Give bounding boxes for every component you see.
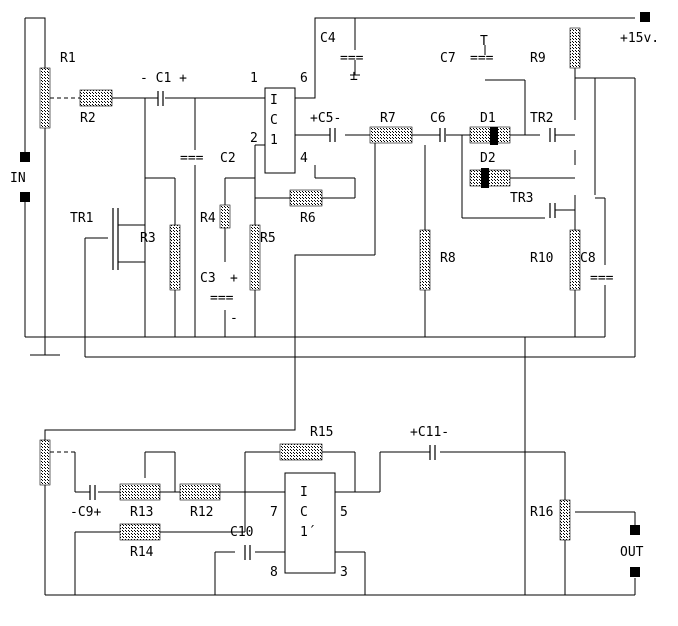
label-r6: R6	[300, 211, 316, 226]
label-r16: R16	[530, 505, 553, 520]
wires	[24, 17, 636, 596]
label-r7: R7	[380, 111, 396, 126]
label-r2: R2	[80, 111, 96, 126]
resistor-r12	[179, 483, 221, 501]
diode-d2-body	[469, 169, 511, 187]
label-c7: C7	[440, 51, 456, 66]
label-c5: +C5-	[310, 111, 341, 126]
label-d2: D2	[480, 151, 496, 166]
label-ic2-c: C	[300, 505, 308, 520]
resistor-r16	[559, 499, 571, 541]
label-tr1: TR1	[70, 211, 93, 226]
label-c2: C2	[220, 151, 236, 166]
resistor-r4	[219, 204, 231, 229]
label-pin2: 2	[250, 131, 258, 146]
terminal-in-top	[20, 152, 30, 162]
label-supply: +15v.	[620, 31, 659, 46]
label-pin1: 1	[250, 71, 258, 86]
label-c8: C8	[580, 251, 596, 266]
terminal-in-bottom	[20, 192, 30, 202]
label-pin6: 6	[300, 71, 308, 86]
label-d1: D1	[480, 111, 496, 126]
resistor-r14	[119, 523, 161, 541]
label-ic1-c: C	[270, 113, 278, 128]
resistor-r1	[39, 67, 51, 129]
resistor-r6	[289, 189, 323, 207]
label-r12: R12	[190, 505, 213, 520]
resistor-r2	[79, 89, 113, 107]
label-ic2-1: 1´	[300, 525, 316, 540]
label-c3-plates: ===	[210, 291, 234, 306]
resistors	[39, 27, 581, 541]
label-c3-plus: +	[230, 271, 238, 286]
resistor-r10	[569, 229, 581, 291]
label-ic1-1: 1	[270, 133, 278, 148]
label-c3: C3	[200, 271, 216, 286]
resistor-r8	[419, 229, 431, 291]
label-pin8: 8	[270, 565, 278, 580]
resistor-r7	[369, 126, 413, 144]
label-r3: R3	[140, 231, 156, 246]
resistor-r13	[119, 483, 161, 501]
label-c4-tee: ⊥	[350, 69, 358, 84]
label-r5: R5	[260, 231, 276, 246]
label-ic1-i: I	[270, 93, 278, 108]
label-c4: C4	[320, 31, 336, 46]
label-r10: R10	[530, 251, 553, 266]
diode-d2-bar	[481, 168, 489, 188]
label-c7-plates: ===	[470, 51, 494, 66]
diode-d1-bar	[490, 127, 498, 145]
label-c7-tee: T	[480, 34, 488, 49]
resistor-r5	[249, 224, 261, 291]
label-tr3: TR3	[510, 191, 533, 206]
label-r4: R4	[200, 211, 216, 226]
label-c8-plates: ===	[590, 271, 614, 286]
label-pin7: 7	[270, 505, 278, 520]
label-c6: C6	[430, 111, 446, 126]
label-tr2: TR2	[530, 111, 553, 126]
label-r14: R14	[130, 545, 154, 560]
label-c11: +C11-	[410, 425, 449, 440]
label-r8: R8	[440, 251, 456, 266]
label-in: IN	[10, 171, 26, 186]
label-pin3: 3	[340, 565, 348, 580]
label-r1: R1	[60, 51, 76, 66]
label-r15: R15	[310, 425, 333, 440]
capacitor-plates	[89, 91, 556, 560]
ic2-body	[284, 472, 336, 574]
label-c2-plates: ===	[180, 151, 204, 166]
terminal-out-top	[630, 525, 640, 535]
label-r13: R13	[130, 505, 153, 520]
ic1-body	[264, 87, 296, 174]
resistor-input	[39, 439, 51, 486]
label-c3-minus: -	[230, 311, 238, 326]
terminal-supply	[640, 12, 650, 22]
label-c9: -C9+	[70, 505, 101, 520]
label-c1: - C1 +	[140, 71, 187, 86]
label-pin5: 5	[340, 505, 348, 520]
terminal-out-bottom	[630, 567, 640, 577]
terminals	[20, 12, 650, 577]
resistor-r3	[169, 224, 181, 291]
label-pin4: 4	[300, 151, 308, 166]
label-r9: R9	[530, 51, 546, 66]
resistor-r15	[279, 443, 323, 461]
label-ic2-i: I	[300, 485, 308, 500]
label-out: OUT	[620, 545, 644, 560]
label-c10: C10	[230, 525, 253, 540]
resistor-r9	[569, 27, 581, 69]
label-c4-plates: ===	[340, 51, 364, 66]
